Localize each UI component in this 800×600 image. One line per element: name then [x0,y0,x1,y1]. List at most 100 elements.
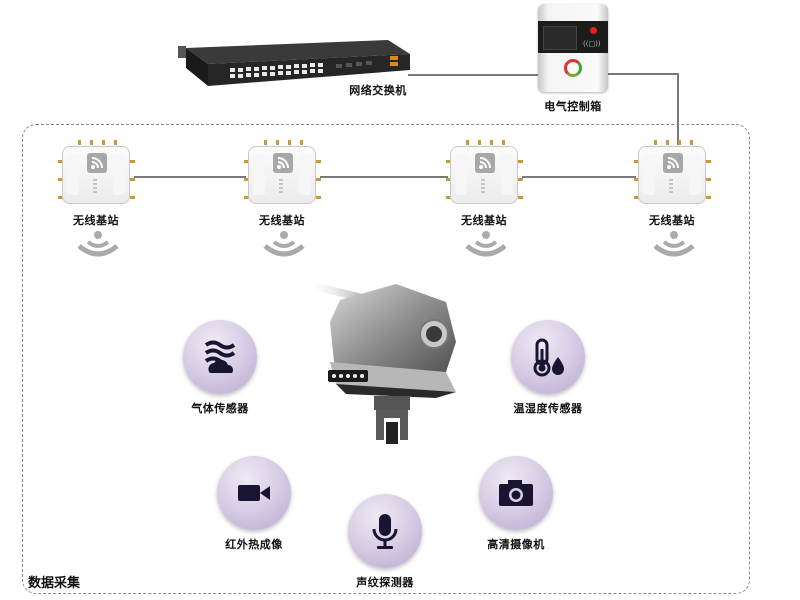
wifi-logo-icon [87,153,107,173]
antenna-icon [300,140,303,145]
nfc-icon: ((□)) [583,40,601,48]
sensor-thermometer-droplet [511,320,585,394]
electrical-cabinet-icon: ((□)) [538,4,608,92]
sensor-photo-camera [479,456,553,530]
antenna-icon [690,140,693,145]
status-leds [93,179,97,193]
antenna-icon [244,178,249,181]
antenna-icon [58,196,63,199]
wifi-signal-icon [77,231,119,257]
sensor-label: 红外热成像 [225,538,283,551]
inspection-robot-icon [306,280,456,444]
antenna-icon [518,160,523,163]
photo-camera-icon [499,480,533,506]
wifi-logo-icon [663,153,683,173]
video-camera-icon [238,485,270,501]
antenna-icon [466,140,469,145]
antenna-icon [666,140,669,145]
status-leds [481,179,485,193]
antenna-icon [706,196,711,199]
antenna-icon [446,196,451,199]
antenna-icon [276,140,279,145]
side-panel [299,155,311,195]
base-station-body [248,146,316,204]
antenna-icon [58,178,63,181]
side-panel [113,155,125,195]
link-cabinet-right [606,73,678,75]
antenna-icon [446,178,451,181]
wireless-base-station-icon [58,140,135,204]
sensor-label: 声纹探测器 [356,576,414,589]
antenna-icon [502,140,505,145]
link-bs1-bs2 [134,176,246,178]
base-station-label: 无线基站 [649,214,695,227]
link-bs3-bs4 [522,176,636,178]
base-station-body [638,146,706,204]
antenna-icon [316,178,321,181]
antenna-icon [706,178,711,181]
wifi-signal-icon [465,231,507,257]
antenna-icon [244,160,249,163]
side-panel [501,155,513,195]
switch-label: 网络交换机 [349,84,407,97]
antenna-icon [130,178,135,181]
sensor-label: 高清摄像机 [487,538,545,551]
antenna-icon [678,140,681,145]
base-station-label: 无线基站 [259,214,305,227]
side-panel [643,155,655,195]
sensor-label: 温湿度传感器 [513,402,583,415]
antenna-icon [654,140,657,145]
antenna-icon [244,196,249,199]
wifi-signal-icon [263,231,305,257]
sensor-video-camera [217,456,291,530]
antenna-icon [316,196,321,199]
antenna-icon [130,160,135,163]
antenna-icon [634,196,639,199]
sensor-label: 气体传感器 [191,402,249,415]
cabinet-label: 电气控制箱 [544,100,602,113]
side-panel [455,155,467,195]
wifi-logo-icon [273,153,293,173]
antenna-icon [102,140,105,145]
wifi-signal-icon [653,231,695,257]
antenna-icon [58,160,63,163]
zone-label: 数据采集 [28,576,81,591]
side-panel [253,155,265,195]
antenna-icon [518,196,523,199]
antenna-icon [446,160,451,163]
gas-wave-cloud-icon [204,340,236,373]
antenna-icon [316,160,321,163]
wireless-base-station-icon [244,140,321,204]
antenna-icon [130,196,135,199]
antenna-icon [490,140,493,145]
status-leds [279,179,283,193]
base-station-label: 无线基站 [461,214,507,227]
antenna-icon [634,160,639,163]
microphone-icon [372,514,398,549]
sensor-microphone [348,494,422,568]
antenna-icon [78,140,81,145]
base-station-label: 无线基站 [73,214,119,227]
antenna-icon [518,178,523,181]
data-collection-zone [22,124,750,594]
antenna-icon [264,140,267,145]
status-leds [669,179,673,193]
link-cabinet-bs4 [677,73,679,145]
sensor-gas-wave-cloud [183,320,257,394]
link-switch-cabinet [408,74,540,76]
antenna-icon [90,140,93,145]
cabinet-screen [543,26,577,50]
wifi-logo-icon [475,153,495,173]
antenna-icon [634,178,639,181]
power-logo-icon [564,59,582,77]
network-switch-icon [178,40,410,86]
wireless-base-station-icon [446,140,523,204]
antenna-icon [706,160,711,163]
cabinet-panel: ((□)) [538,21,608,53]
side-panel [689,155,701,195]
antenna-icon [114,140,117,145]
emergency-button-icon [590,27,597,34]
side-panel [67,155,79,195]
base-station-body [450,146,518,204]
antenna-icon [478,140,481,145]
